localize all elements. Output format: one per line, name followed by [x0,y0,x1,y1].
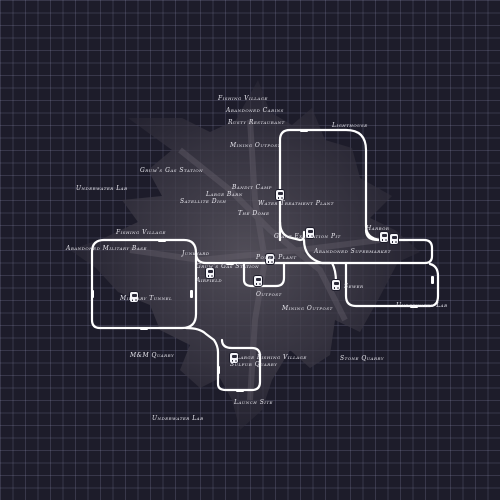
location-label[interactable]: M&M Quarry [130,352,175,359]
location-label[interactable]: Sulfur Quarry [230,361,278,368]
location-label[interactable]: Sewer [344,283,364,290]
location-label[interactable]: Abandoned Military Base [66,245,147,252]
rail-east-loop [344,261,440,308]
rail-block [217,366,220,374]
location-label[interactable]: Water Treatment Plant [258,200,334,207]
rail-center-link [302,238,332,265]
rail-main-east-west [194,238,434,265]
location-label[interactable]: Stone Quarry [340,355,384,362]
rail-block [91,290,94,298]
train-station-icon[interactable] [230,353,238,363]
location-label[interactable]: Launch Site [234,399,273,406]
location-label[interactable]: Grum's Gas Station [140,167,204,174]
location-label[interactable]: Fishing Village [116,229,166,236]
location-label[interactable]: Mining Outpost [282,305,333,312]
train-station-icon[interactable] [332,280,340,290]
rail-north-loop [278,128,382,242]
train-station-icon[interactable] [306,228,314,238]
rail-block [300,129,308,132]
location-label[interactable]: Abandoned Supermarket [314,248,391,255]
island-shape [70,80,420,430]
location-label[interactable]: The Dome [238,210,270,217]
location-label[interactable]: Abandoned Cabins [226,107,284,114]
rail-west-loop [90,238,198,330]
train-station-icon[interactable] [130,292,138,302]
train-station-icon[interactable] [276,190,284,200]
location-label[interactable]: Military Tunnel [120,295,173,302]
location-label[interactable]: Satellite Dish [180,198,227,205]
train-station-icon[interactable] [390,234,398,244]
train-station-icon[interactable] [380,232,388,242]
location-label[interactable]: Rusty Restaurant [228,119,285,126]
location-label[interactable]: Harbor [366,225,390,232]
train-station-icon[interactable] [266,254,274,264]
location-label[interactable]: Outpost [256,291,282,298]
location-label[interactable]: Underwater Lab [396,302,448,309]
rail-block [226,262,234,265]
location-label[interactable]: Bandit Camp [232,184,272,191]
rail-block [140,327,148,330]
rail-block [190,290,193,298]
location-label[interactable]: Large Barn [206,191,243,198]
location-label[interactable]: Mining Outpost [230,142,281,149]
location-label[interactable]: Grum's Gas Station [196,263,260,270]
location-label[interactable]: Airfield [196,277,223,284]
rail-block [431,276,434,284]
location-label[interactable]: Underwater Lab [76,185,128,192]
location-label[interactable]: Junkyard [182,250,210,257]
rail-block [410,305,418,308]
location-label[interactable]: Giant Excavation Pit [274,233,341,240]
rail-center-loop [242,261,286,288]
location-label[interactable]: Underwater Lab [152,415,204,422]
location-label[interactable]: Fishing Village [218,95,268,102]
rail-north-inner [278,220,306,242]
location-label[interactable]: Large Fishing Village [236,354,307,361]
rail-block [158,239,166,242]
train-station-icon[interactable] [206,268,214,278]
island-ridge [129,119,381,401]
location-label[interactable]: Lighthouse [332,122,368,129]
rail-block [236,389,244,392]
location-label[interactable]: Power Plant [256,254,297,261]
rail-harbor-link [364,228,406,242]
train-station-icon[interactable] [254,276,262,286]
